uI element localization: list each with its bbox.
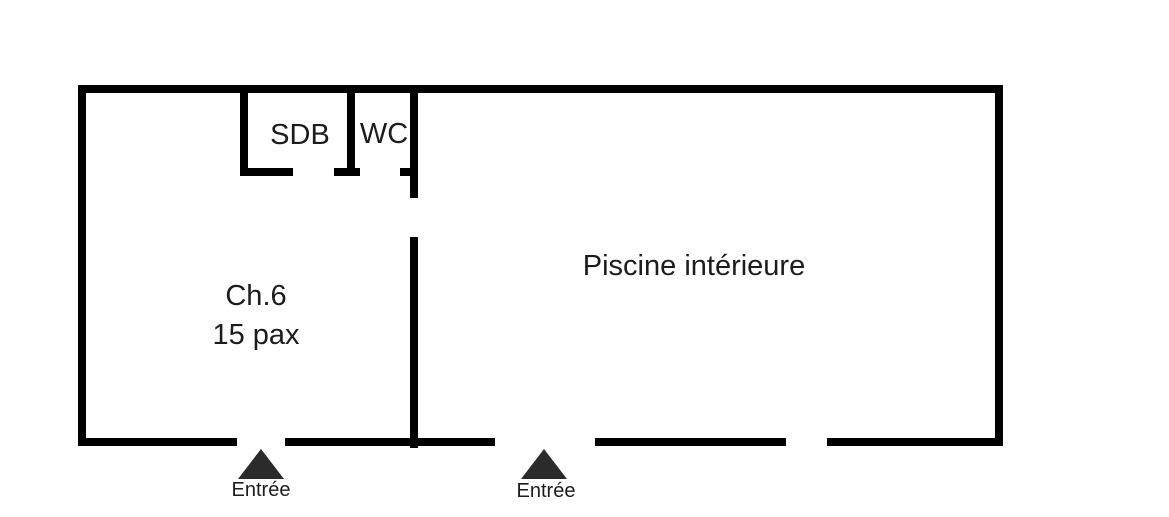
room-label-wc: WC — [359, 118, 409, 151]
room-label-ch6-name: Ch.6 — [225, 280, 287, 312]
wall-bottom-segment-1 — [78, 438, 237, 446]
entrance-left-triangle-icon — [238, 449, 284, 479]
room-label-ch6: Ch.6 15 pax — [212, 277, 299, 355]
wall-outer-right — [995, 85, 1003, 446]
room-label-piscine: Piscine intérieure — [582, 250, 806, 283]
wall-sdb-left — [240, 93, 248, 176]
entrance-right-label: Entrée — [516, 480, 576, 502]
room-label-ch6-capacity: 15 pax — [212, 319, 300, 351]
entrance-right-triangle-icon — [521, 449, 567, 479]
wall-outer-top — [78, 85, 1003, 93]
room-label-sdb: SDB — [270, 119, 330, 152]
wall-central-divider-lower — [410, 237, 418, 448]
wall-central-divider-upper — [410, 93, 418, 198]
wall-bottom-segment-2 — [285, 438, 495, 446]
wall-bottom-segment-4 — [827, 438, 1003, 446]
wall-sdb-bottom — [240, 168, 293, 176]
wall-sdb-wc-divider — [347, 93, 355, 176]
entrance-left-label: Entrée — [231, 479, 291, 501]
wall-outer-left — [78, 85, 86, 446]
wall-bottom-segment-3 — [595, 438, 786, 446]
wall-wc-right-tick — [400, 168, 418, 176]
wall-sdb-wc-divider-foot — [334, 168, 360, 176]
